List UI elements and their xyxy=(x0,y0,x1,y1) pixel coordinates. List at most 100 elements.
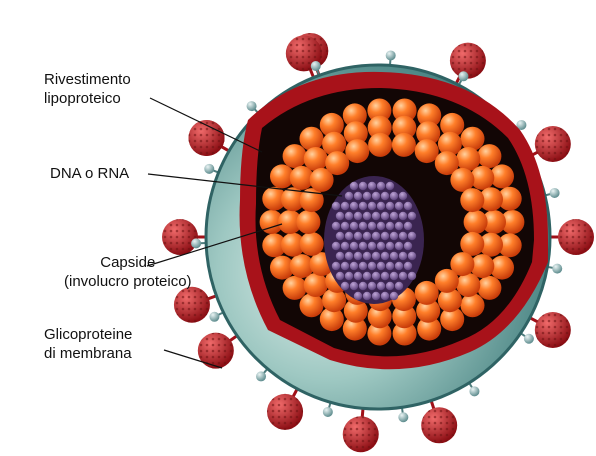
genome-bead xyxy=(350,262,358,270)
capsomere xyxy=(461,127,485,151)
genome-bead xyxy=(354,292,362,300)
capsomere xyxy=(460,188,484,212)
genome-bead xyxy=(408,232,416,240)
genome-bead xyxy=(381,192,389,200)
genome-bead xyxy=(354,192,362,200)
genome-bead xyxy=(372,192,380,200)
genome-bead xyxy=(381,232,389,240)
genome-bead xyxy=(359,202,367,210)
genome-bead xyxy=(386,262,394,270)
knob-head xyxy=(386,50,396,60)
genome-bead xyxy=(390,212,398,220)
genome-bead xyxy=(372,292,380,300)
genome-bead xyxy=(336,252,344,260)
genome-bead xyxy=(377,222,385,230)
capsomere xyxy=(283,276,307,300)
genome-bead xyxy=(359,282,367,290)
genome-bead xyxy=(359,182,367,190)
label-capsid: Capside (involucro proteico) xyxy=(64,253,192,291)
genome-bead xyxy=(345,272,353,280)
genome-bead xyxy=(386,202,394,210)
genome-bead xyxy=(354,212,362,220)
label-envelope-line2: lipoproteico xyxy=(44,89,131,108)
genome-bead xyxy=(386,242,394,250)
genome-bead xyxy=(363,232,371,240)
genome-bead xyxy=(377,182,385,190)
capsomere xyxy=(392,133,416,157)
spike-head-texture xyxy=(267,394,303,430)
spike-head-texture xyxy=(450,43,486,79)
knob-head xyxy=(323,407,333,417)
spike-head-texture xyxy=(343,416,379,452)
capsomere xyxy=(304,147,328,171)
label-glycoproteins: Glicoproteine di membrana xyxy=(44,325,132,363)
genome-bead xyxy=(368,242,376,250)
capsomere xyxy=(283,144,307,168)
capsomere xyxy=(464,210,488,234)
capsomere xyxy=(300,293,324,317)
genome-bead xyxy=(399,252,407,260)
label-envelope: Rivestimento lipoproteico xyxy=(44,70,131,108)
knob-head xyxy=(458,71,468,81)
genome-bead xyxy=(350,222,358,230)
genome-bead xyxy=(341,222,349,230)
genome-bead xyxy=(332,262,340,270)
knob-head xyxy=(552,264,562,274)
genome-bead xyxy=(368,282,376,290)
spike-head-texture xyxy=(162,219,198,255)
genome-bead xyxy=(345,252,353,260)
knob-head xyxy=(256,371,266,381)
label-envelope-line1: Rivestimento xyxy=(44,70,131,89)
genome-bead xyxy=(345,212,353,220)
spike-head-texture xyxy=(535,126,571,162)
genome-bead xyxy=(350,202,358,210)
genome-bead xyxy=(336,272,344,280)
genome-bead xyxy=(390,272,398,280)
capsomere xyxy=(296,210,320,234)
spike-head-texture xyxy=(198,333,234,369)
genome-bead xyxy=(381,292,389,300)
genome-bead xyxy=(386,182,394,190)
genome-bead xyxy=(399,232,407,240)
genome-bead xyxy=(341,202,349,210)
capsomere xyxy=(325,151,349,175)
genome-bead xyxy=(372,232,380,240)
capsomere xyxy=(368,133,392,157)
genome-bead xyxy=(386,282,394,290)
genome-bead xyxy=(368,182,376,190)
label-glycoproteins-line2: di membrana xyxy=(44,344,132,363)
genome-bead xyxy=(395,222,403,230)
capsomere xyxy=(461,293,485,317)
genome-bead xyxy=(363,252,371,260)
genome-bead xyxy=(395,202,403,210)
genome-bead xyxy=(372,212,380,220)
capsomere xyxy=(477,144,501,168)
genome-bead xyxy=(381,212,389,220)
genome-bead xyxy=(404,262,412,270)
genome-bead xyxy=(395,282,403,290)
genome-bead xyxy=(381,252,389,260)
genome-bead xyxy=(354,272,362,280)
genome-bead xyxy=(377,242,385,250)
genome-bead xyxy=(359,262,367,270)
capsomere xyxy=(435,269,459,293)
genome-bead xyxy=(363,292,371,300)
genome-bead xyxy=(345,232,353,240)
genome-bead xyxy=(377,202,385,210)
genome-bead xyxy=(372,272,380,280)
knob-head xyxy=(550,188,560,198)
genome-bead xyxy=(377,282,385,290)
label-glycoproteins-line1: Glicoproteine xyxy=(44,325,132,344)
genome-bead xyxy=(404,222,412,230)
knob-head xyxy=(247,101,257,111)
genome-bead xyxy=(395,262,403,270)
capsomere xyxy=(300,232,324,256)
capsomere xyxy=(415,139,439,163)
genome-bead xyxy=(336,212,344,220)
spike-head-texture xyxy=(174,287,210,323)
genome-bead xyxy=(408,212,416,220)
genome-bead xyxy=(345,192,353,200)
knob-head xyxy=(209,312,219,322)
genome-bead xyxy=(354,252,362,260)
